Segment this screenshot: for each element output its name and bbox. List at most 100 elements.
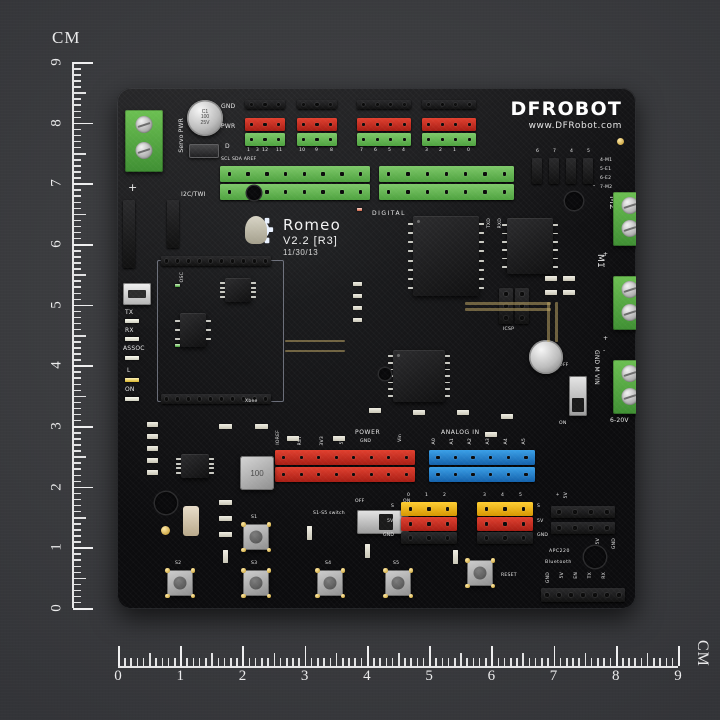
apc220-label: APC220 — [549, 549, 570, 554]
ruler-tick — [73, 195, 81, 197]
ruler-tick — [472, 658, 475, 666]
digital-signal-header-bank2[interactable] — [297, 133, 337, 146]
jumper-5[interactable] — [583, 158, 593, 184]
xbee-header-bottom[interactable] — [161, 394, 271, 404]
ruler-tick — [73, 177, 81, 179]
crystal-oscillator — [189, 144, 219, 158]
vin-power-terminal[interactable] — [613, 360, 636, 414]
ruler-tick — [566, 658, 568, 666]
power-header-top-row[interactable] — [275, 450, 415, 465]
ruler-tick — [360, 658, 363, 666]
ruler-tick — [73, 274, 86, 276]
icsp-header-row2[interactable] — [515, 288, 529, 324]
i2c-twi-header[interactable] — [167, 200, 179, 248]
jumper-4[interactable] — [566, 158, 576, 184]
ruler-tick — [609, 658, 612, 666]
screw-terminal-strip-right-bottom[interactable] — [379, 184, 514, 200]
digital-gnd-header-bank1[interactable] — [245, 100, 285, 109]
micro-usb-connector[interactable] — [123, 283, 151, 305]
ruler-tick — [485, 658, 487, 666]
digital-gnd-header-bank4[interactable] — [422, 100, 476, 109]
digital-pwr-header-bank2[interactable] — [297, 118, 337, 131]
button-s4[interactable] — [315, 568, 345, 598]
inductor-value-label: 100 — [250, 468, 264, 478]
analog-in-title: ANALOG IN — [441, 429, 480, 436]
ruler-tick — [73, 213, 86, 216]
scl-sda-aref-label: SCL SDA AREF — [221, 157, 257, 162]
screw-terminal-strip-left-bottom[interactable] — [220, 184, 370, 200]
ruler-tick — [73, 347, 81, 349]
m1-plus-label: + — [603, 251, 609, 258]
power-slide-switch[interactable] — [569, 376, 587, 416]
wireless-5v-label: 5V — [560, 572, 565, 579]
reset-label: RESET — [501, 573, 517, 578]
ruler-tick — [73, 298, 81, 301]
analog-header-bottom-row[interactable] — [429, 467, 535, 482]
button-reset[interactable] — [465, 558, 495, 588]
ruler-tick — [553, 646, 556, 666]
ruler-tick — [73, 225, 81, 228]
left-edge-header[interactable] — [123, 200, 135, 268]
tx-led-label: TX — [125, 309, 134, 316]
ruler-tick — [634, 658, 636, 666]
ruler-tick — [73, 595, 81, 598]
ruler-tick — [118, 646, 120, 666]
button-s3[interactable] — [241, 568, 271, 598]
aux-header-top[interactable] — [551, 506, 615, 518]
ruler-tick — [304, 646, 307, 666]
switch-on-label: ON — [559, 421, 567, 426]
digital-signal-header-bank4[interactable] — [422, 133, 476, 146]
servo-signal-header-b[interactable] — [477, 502, 533, 516]
ruler-tick — [73, 504, 81, 507]
ruler-tick — [73, 444, 81, 446]
button-s5[interactable] — [383, 568, 413, 598]
digital-gnd-header-bank2[interactable] — [297, 100, 337, 109]
button-s1[interactable] — [241, 522, 271, 552]
screw-terminal-strip-left-top[interactable] — [220, 166, 370, 182]
jumper-6[interactable] — [532, 158, 542, 184]
ruler-tick — [379, 658, 381, 666]
screw-terminal-strip-right-top[interactable] — [379, 166, 514, 182]
analog-header-top-row[interactable] — [429, 450, 535, 465]
motor-m1-terminal[interactable] — [613, 276, 636, 330]
aux-header-bottom[interactable] — [551, 522, 615, 534]
digital-signal-header-bank3[interactable] — [357, 133, 411, 146]
servo-signal-header-a[interactable] — [401, 502, 457, 516]
digital-pwr-header-bank1[interactable] — [245, 118, 285, 131]
motor-m2-terminal[interactable] — [613, 192, 636, 246]
servo-5v-header-b[interactable] — [477, 517, 533, 531]
digital-gnd-header-bank3[interactable] — [357, 100, 411, 109]
ruler-tick — [578, 658, 580, 666]
digital-pwr-header-bank4[interactable] — [422, 118, 476, 131]
power-input-terminal-block[interactable] — [125, 110, 163, 172]
apc220-bluetooth-header[interactable] — [541, 588, 625, 602]
ruler-tick — [73, 189, 81, 191]
servo-gnd-row-label-b: GND — [537, 533, 549, 538]
digital-pwr-header-bank3[interactable] — [357, 118, 411, 131]
servo-gnd-header-a[interactable] — [401, 532, 457, 544]
ruler-tick — [124, 658, 126, 666]
servo-5v-header-a[interactable] — [401, 517, 457, 531]
ruler-number: 7 — [549, 668, 558, 684]
ruler-tick — [534, 658, 537, 666]
ruler-tick — [73, 335, 86, 337]
regulator-ic — [175, 313, 211, 347]
servo-gnd-header-b[interactable] — [477, 532, 533, 544]
mounting-hole-top-left — [247, 186, 261, 200]
icsp-header[interactable] — [499, 288, 513, 324]
ruler-tick — [478, 658, 481, 666]
xbee-header-top[interactable] — [161, 256, 271, 266]
ruler-tick — [73, 244, 93, 246]
ruler-tick — [466, 658, 468, 666]
ruler-tick — [310, 658, 313, 666]
m-minus-label: - — [603, 347, 606, 354]
ruler-tick — [410, 658, 412, 666]
jumper-7[interactable] — [549, 158, 559, 184]
mounting-hole-bottom-left — [155, 492, 177, 514]
digital-signal-header-bank1[interactable] — [245, 133, 285, 146]
s1-s5-slide-switch[interactable] — [357, 510, 409, 534]
power-header-bottom-row[interactable] — [275, 467, 415, 482]
ruler-tick — [73, 535, 81, 537]
button-s2[interactable] — [165, 568, 195, 598]
romeo-v2-pcb: DFROBOT www.DFRobot.com Romeo V2.2 [R3] … — [117, 88, 636, 609]
